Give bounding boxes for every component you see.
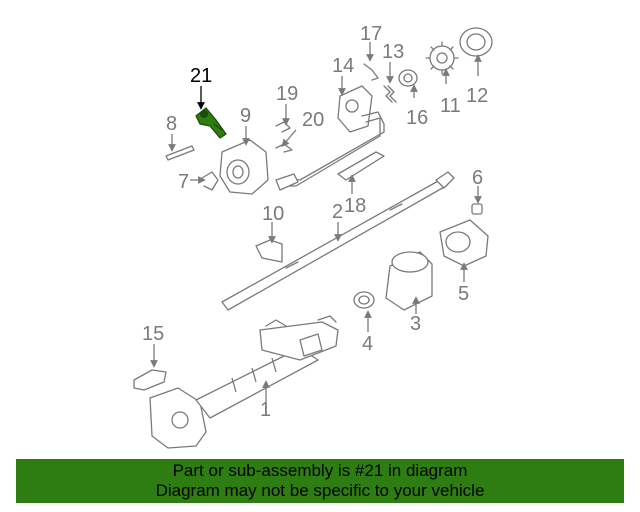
- part-10-bracket[interactable]: [255, 239, 283, 263]
- callout-14: 14: [332, 55, 354, 77]
- callout-19: 19: [276, 83, 298, 105]
- callout-21: 21: [190, 65, 212, 87]
- part-15-switch[interactable]: [133, 369, 167, 391]
- callout-arrows: [150, 42, 482, 402]
- callout-17: 17: [360, 23, 382, 45]
- callout-12: 12: [466, 85, 488, 107]
- part-18-cover[interactable]: [337, 151, 385, 181]
- part-7-clip[interactable]: [201, 171, 219, 191]
- callout-18: 18: [344, 195, 366, 217]
- part-2-steering-shaft[interactable]: [221, 171, 455, 311]
- part-17-bracket[interactable]: [363, 63, 379, 81]
- part-20-clip[interactable]: [275, 143, 293, 153]
- part-9-lock-housing[interactable]: [219, 139, 269, 195]
- info-banner: Part or sub-assembly is #21 in diagram D…: [16, 459, 624, 503]
- part-8-pin[interactable]: [165, 145, 195, 161]
- callout-9: 9: [240, 105, 251, 127]
- callout-13: 13: [382, 41, 404, 63]
- callout-1: 1: [260, 399, 271, 421]
- banner-line-2: Diagram may not be specific to your vehi…: [155, 481, 485, 500]
- part-11-gear[interactable]: [425, 41, 459, 75]
- part-6-nut[interactable]: [471, 203, 483, 215]
- callout-3: 3: [410, 313, 421, 335]
- part-19-clip[interactable]: [275, 121, 291, 133]
- callout-7: 7: [178, 171, 189, 193]
- callout-16: 16: [406, 107, 428, 129]
- callout-labels: 1 2 3 4 5 6 7 8 9 10 11 12 13 14 15 16 1…: [142, 23, 488, 421]
- part-16-cap[interactable]: [398, 69, 418, 87]
- part-14-switch-harness[interactable]: [275, 85, 385, 191]
- callout-20: 20: [302, 109, 324, 131]
- callout-15: 15: [142, 323, 164, 345]
- callout-6: 6: [472, 167, 483, 189]
- part-3-cylinder[interactable]: [385, 251, 433, 311]
- callout-11: 11: [440, 95, 461, 117]
- part-1-column-jacket[interactable]: [149, 315, 339, 449]
- parts-diagram: 1 2 3 4 5 6 7 8 9 10 11 12 13 14 15 16 1…: [133, 23, 493, 449]
- callout-2: 2: [332, 201, 343, 223]
- callout-4: 4: [362, 333, 373, 355]
- part-13-spring[interactable]: [383, 85, 397, 103]
- part-21-lock-cylinder[interactable]: [195, 107, 227, 139]
- callout-5: 5: [458, 283, 469, 305]
- callout-8: 8: [166, 113, 177, 135]
- part-4-bearing[interactable]: [353, 291, 375, 309]
- callout-10: 10: [262, 203, 284, 225]
- part-12-ring[interactable]: [459, 27, 493, 57]
- banner-line-1: Part or sub-assembly is #21 in diagram: [172, 461, 468, 480]
- part-5-housing[interactable]: [439, 219, 489, 267]
